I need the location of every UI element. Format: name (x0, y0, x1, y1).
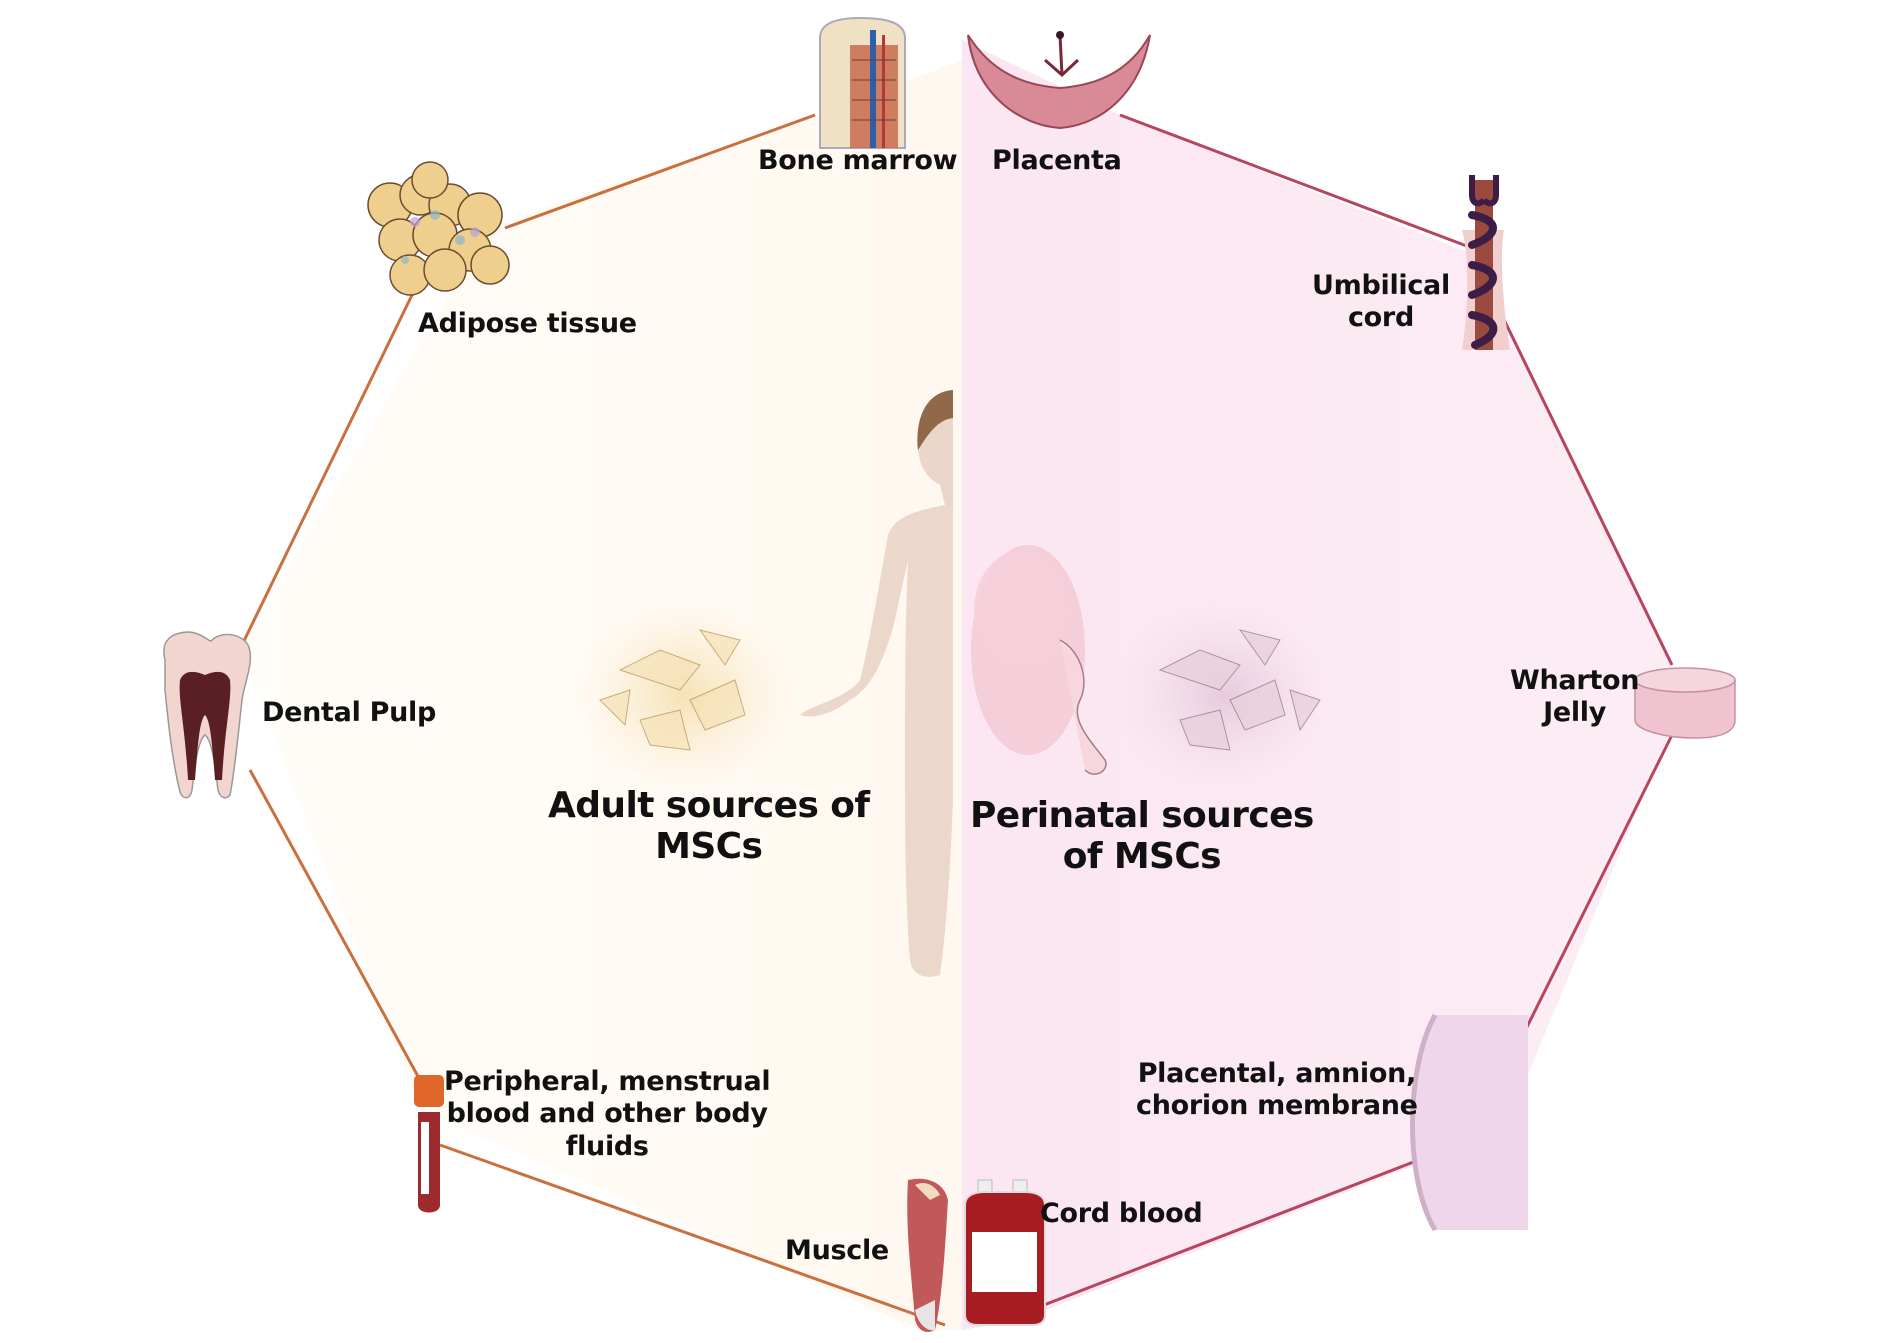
label-wharton-jelly: Wharton Jelly (1510, 665, 1639, 730)
label-membrane-line-2: chorion membrane (1136, 1090, 1418, 1122)
edge-placenta-umbilical (1119, 113, 1473, 250)
title-adult-sources: Adult sources of MSCs (548, 785, 870, 868)
label-adipose-tissue: Adipose tissue (418, 308, 637, 339)
label-umbilical-cord-line-1: Umbilical (1312, 270, 1450, 301)
perinatal-msc-cells-icon (1115, 600, 1335, 790)
edge-bone-marrow-adipose (504, 113, 816, 230)
edge-membrane-cordblood (999, 1159, 1417, 1324)
adult-msc-cells-icon (575, 600, 795, 790)
edge-umbilical-wharton (1490, 294, 1674, 666)
muscle-icon (907, 1178, 948, 1332)
title-perinatal-sources: Perinatal sources of MSCs (970, 795, 1314, 878)
label-umbilical-cord: Umbilical cord (1312, 270, 1450, 335)
adipose-tissue-icon (367, 161, 510, 296)
label-placenta: Placenta (992, 145, 1122, 176)
perinatal-edges (999, 113, 1674, 1324)
wharton-jelly-icon (1634, 667, 1736, 739)
edge-blood-muscle (439, 1143, 946, 1327)
label-umbilical-cord-line-2: cord (1347, 302, 1414, 334)
title-perinatal-line-2: of MSCs (1062, 836, 1222, 878)
edge-adipose-dental (240, 294, 414, 646)
bone-marrow-icon (819, 16, 906, 149)
label-cord-blood: Cord blood (1040, 1198, 1203, 1229)
label-bone-marrow: Bone marrow (758, 145, 958, 176)
label-dental-pulp: Dental Pulp (262, 697, 437, 728)
title-perinatal-line-1: Perinatal sources (970, 795, 1314, 836)
label-peripheral-blood-line-1: Peripheral, menstrual (444, 1066, 771, 1097)
label-membrane: Placental, amnion, chorion membrane (1136, 1058, 1418, 1123)
label-muscle: Muscle (785, 1235, 889, 1266)
blood-tube-icon (414, 1075, 444, 1213)
umbilical-cord-icon (1462, 175, 1510, 350)
placenta-icon (967, 31, 1151, 130)
label-wharton-jelly-line-2: Jelly (1543, 697, 1607, 729)
title-adult-line-2: MSCs (655, 826, 763, 868)
fetus-icon (971, 545, 1107, 775)
label-peripheral-blood: Peripheral, menstrual blood and other bo… (444, 1066, 771, 1163)
label-peripheral-blood-line-2: blood and other body (446, 1098, 768, 1130)
label-wharton-jelly-line-1: Wharton (1510, 665, 1640, 696)
edge-wharton-membrane (1516, 734, 1674, 1046)
membrane-icon (1410, 1013, 1528, 1232)
label-peripheral-blood-line-3: fluids (565, 1130, 649, 1162)
blood-bag-icon (964, 1179, 1046, 1326)
label-membrane-line-1: Placental, amnion, (1137, 1058, 1417, 1089)
edge-dental-blood (248, 769, 422, 1081)
adult-edges (240, 113, 946, 1327)
adult-body-icon (800, 390, 953, 977)
tooth-icon (163, 631, 252, 799)
title-adult-line-1: Adult sources of (548, 785, 870, 826)
